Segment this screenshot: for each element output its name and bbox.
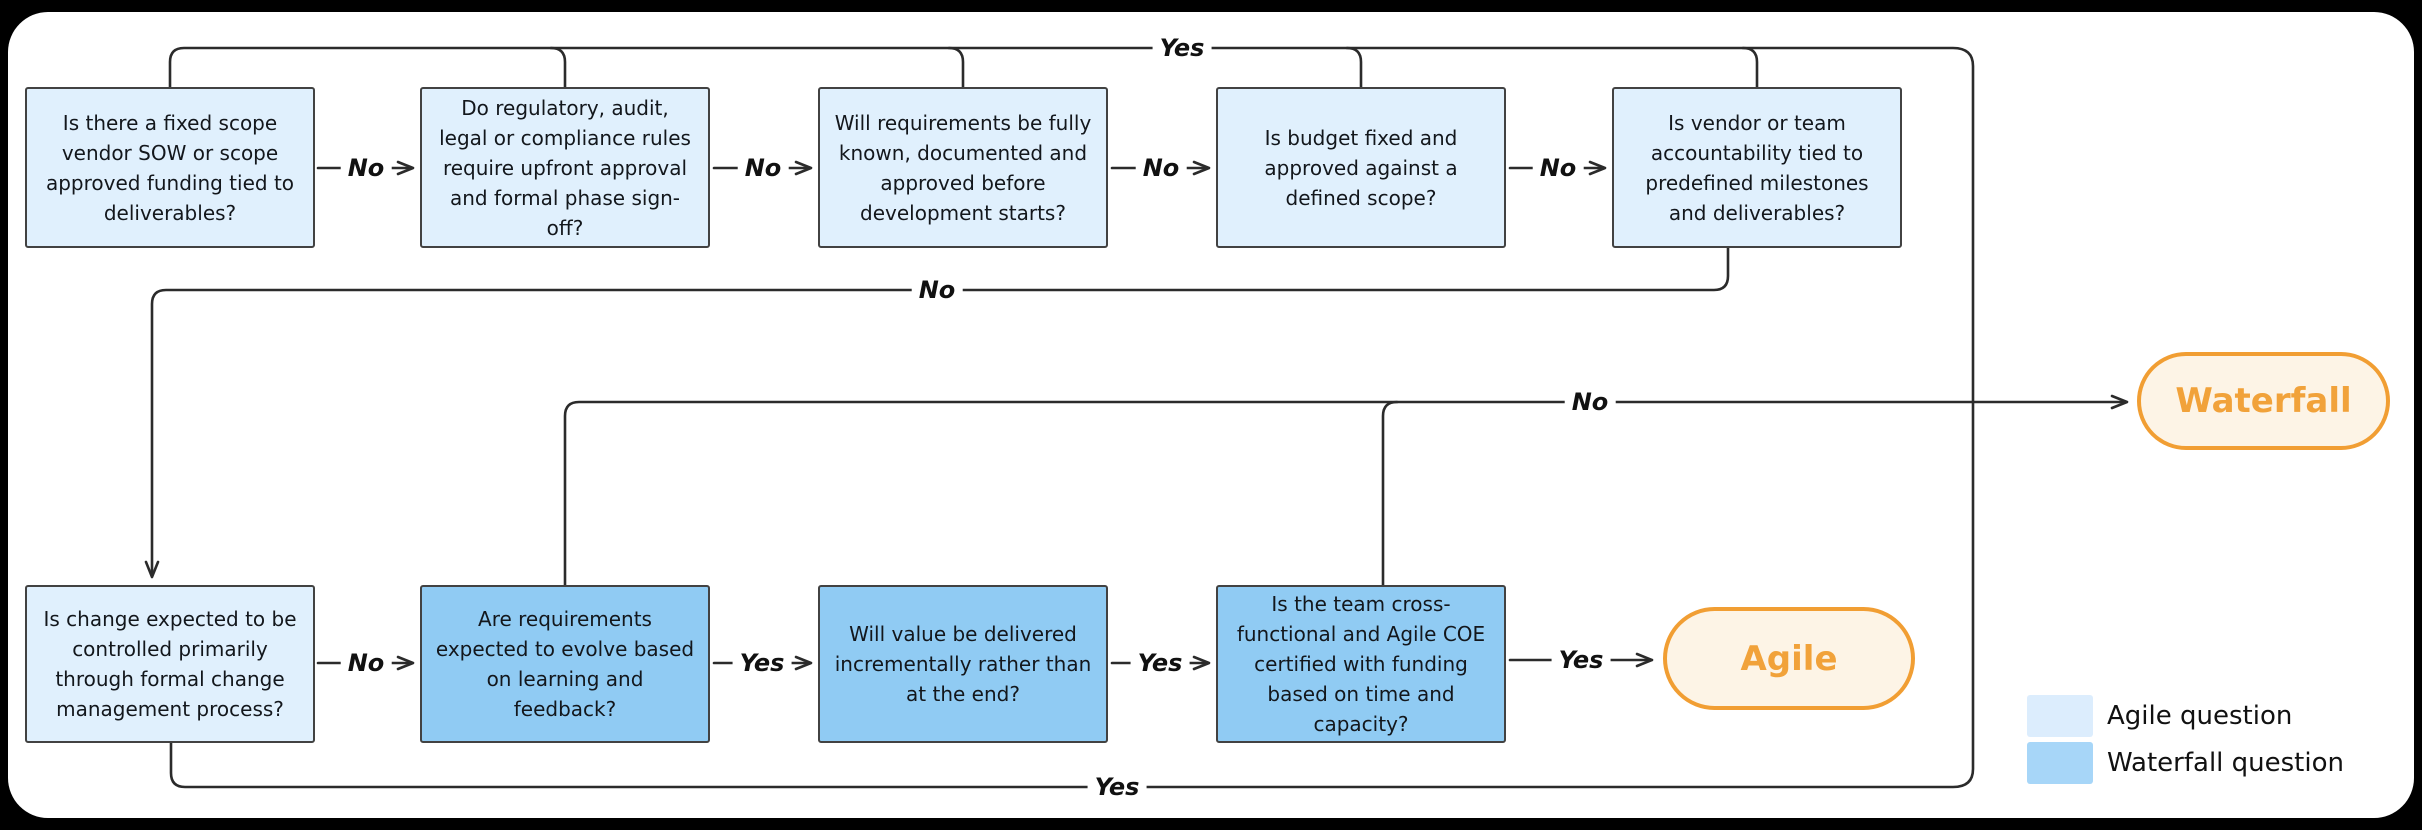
legend-swatch-agile-question	[2027, 695, 2093, 737]
outcome-waterfall-label: Waterfall	[2175, 381, 2352, 421]
wire-top-yes-rail	[168, 46, 1975, 404]
outcome-agile-label: Agile	[1740, 638, 1838, 679]
flow-box-requirements-known: Will requirements be fully known, docume…	[818, 87, 1108, 248]
outcome-node-agile: Agile	[1663, 607, 1915, 710]
flow-box-text: Will requirements be fully known, docume…	[834, 110, 1092, 225]
edge-label-yes-bottom-3: Yes	[1130, 649, 1190, 677]
flow-box-budget-fixed: Is budget fixed and approved against a d…	[1216, 87, 1506, 248]
diagram-canvas	[8, 12, 2414, 818]
flow-box-text: Will value be delivered incrementally ra…	[834, 622, 1092, 706]
wire-yes-drop-box4	[1345, 46, 1363, 90]
edge-label-yes-agile: Yes	[1551, 646, 1611, 674]
flow-box-requirements-evolve: Are requirements expected to evolve base…	[420, 585, 710, 743]
legend-item-agile-question: Agile question	[2027, 695, 2292, 737]
wire-yes-drop-box2	[549, 46, 567, 90]
wire-yes-drop-box3	[947, 46, 965, 90]
edge-label-no-top-1: No	[340, 154, 392, 182]
wire-team-no-drop	[1381, 400, 1399, 587]
flow-box-text: Is the team cross-functional and Agile C…	[1236, 592, 1486, 736]
edge-label-no-top-3: No	[1135, 154, 1187, 182]
flow-box-text: Are requirements expected to evolve base…	[435, 607, 695, 721]
edge-label-no-top-4: No	[1532, 154, 1584, 182]
flow-box-incremental-value: Will value be delivered incrementally ra…	[818, 585, 1108, 743]
legend: Agile question Waterfall question	[2027, 695, 2387, 790]
flow-box-change-management: Is change expected to be controlled prim…	[25, 585, 315, 743]
outcome-node-waterfall: Waterfall	[2137, 352, 2390, 450]
edge-label-yes-bottom-rail: Yes	[1087, 773, 1147, 801]
edge-label-no-bottom-1: No	[340, 649, 392, 677]
legend-item-waterfall-question: Waterfall question	[2027, 742, 2344, 784]
legend-label: Waterfall question	[2107, 748, 2344, 778]
edge-label-no-milestones: No	[911, 276, 963, 304]
flow-box-team-cross-functional: Is the team cross-functional and Agile C…	[1216, 585, 1506, 743]
flow-box-text: Is there a fixed scope vendor SOW or sco…	[45, 110, 295, 225]
legend-swatch-waterfall-question	[2027, 742, 2093, 784]
edge-label-yes-top-rail: Yes	[1152, 34, 1212, 62]
flow-box-text: Is vendor or team accountability tied to…	[1645, 110, 1869, 225]
wire-bottom-yes-rail	[169, 400, 1975, 789]
flow-box-vendor-milestones: Is vendor or team accountability tied to…	[1612, 87, 1902, 248]
flow-box-text: Is budget fixed and approved against a d…	[1264, 125, 1458, 210]
legend-label: Agile question	[2107, 701, 2293, 731]
flow-box-regulatory-rules: Do regulatory, audit, legal or complianc…	[420, 87, 710, 248]
edge-label-no-top-2: No	[737, 154, 789, 182]
flow-box-text: Do regulatory, audit, legal or complianc…	[439, 95, 691, 240]
flow-box-fixed-scope-sow: Is there a fixed scope vendor SOW or sco…	[25, 87, 315, 248]
edge-label-no-waterfall: No	[1564, 388, 1616, 416]
wire-yes-drop-box5	[1741, 46, 1759, 90]
wire-no-rail-waterfall	[563, 394, 2129, 587]
edge-label-yes-bottom-2: Yes	[732, 649, 792, 677]
flow-box-text: Is change expected to be controlled prim…	[43, 607, 297, 721]
